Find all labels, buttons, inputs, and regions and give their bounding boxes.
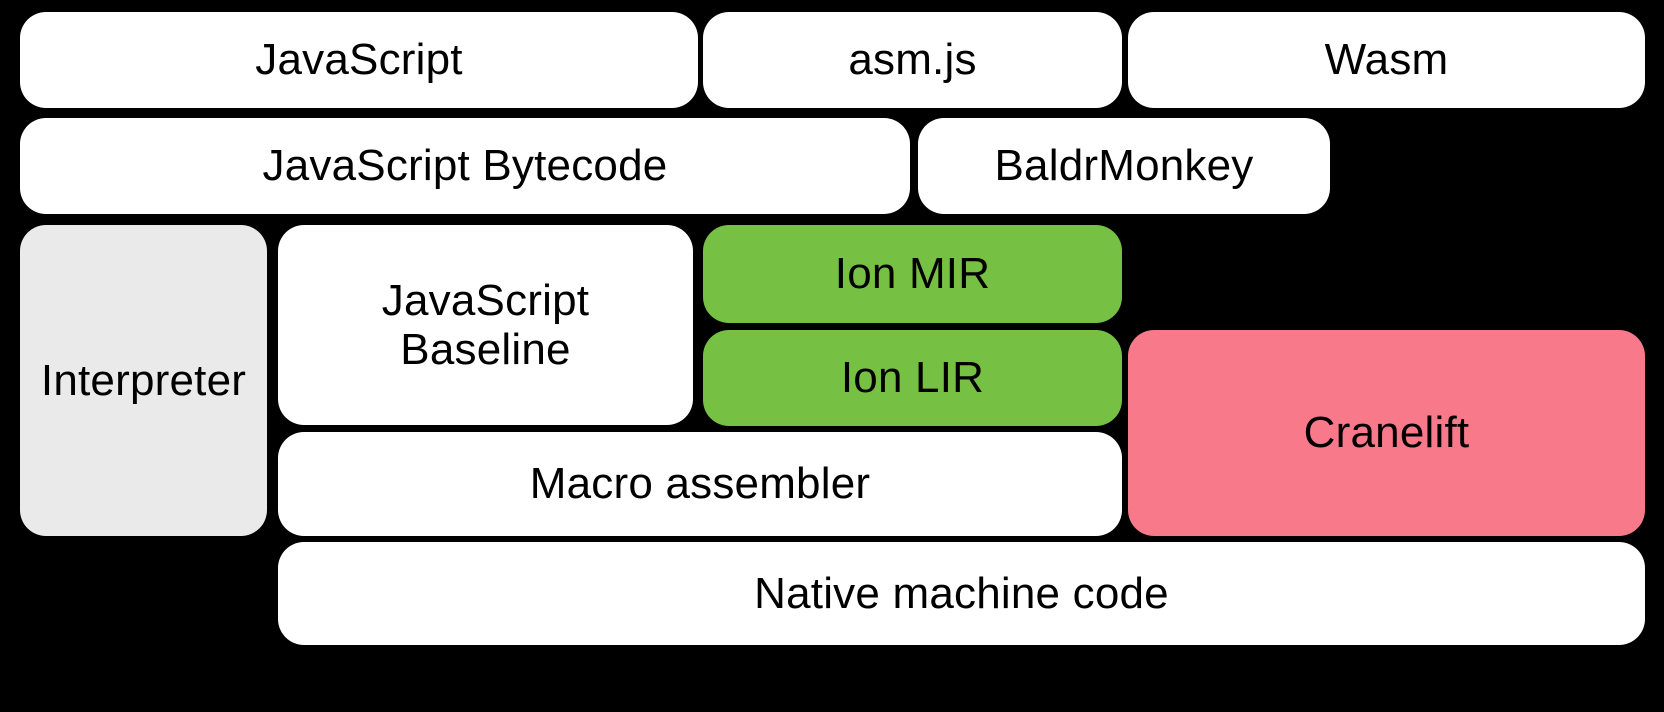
node-native-machine-code[interactable]: Native machine code bbox=[278, 542, 1645, 645]
node-baldrmonkey[interactable]: BaldrMonkey bbox=[918, 118, 1330, 214]
node-ion-lir[interactable]: Ion LIR bbox=[703, 330, 1122, 426]
node-javascript-bytecode-label: JavaScript Bytecode bbox=[262, 141, 668, 191]
node-macro-assembler[interactable]: Macro assembler bbox=[278, 432, 1122, 536]
node-ion-mir-label: Ion MIR bbox=[834, 249, 991, 299]
node-javascript-baseline[interactable]: JavaScript Baseline bbox=[278, 225, 693, 425]
node-native-machine-code-label: Native machine code bbox=[754, 568, 1169, 618]
node-ion-mir[interactable]: Ion MIR bbox=[703, 225, 1122, 323]
node-wasm-label: Wasm bbox=[1324, 35, 1449, 85]
node-ion-lir-label: Ion LIR bbox=[840, 353, 985, 403]
node-interpreter[interactable]: Interpreter bbox=[20, 225, 267, 536]
node-javascript[interactable]: JavaScript bbox=[20, 12, 698, 108]
node-asm-js[interactable]: asm.js bbox=[703, 12, 1122, 108]
node-asm-js-label: asm.js bbox=[848, 35, 977, 85]
node-javascript-label: JavaScript bbox=[255, 35, 463, 85]
node-javascript-bytecode[interactable]: JavaScript Bytecode bbox=[20, 118, 910, 214]
node-cranelift[interactable]: Cranelift bbox=[1128, 330, 1645, 536]
node-wasm[interactable]: Wasm bbox=[1128, 12, 1645, 108]
node-interpreter-label: Interpreter bbox=[40, 355, 247, 405]
node-cranelift-label: Cranelift bbox=[1303, 408, 1470, 458]
node-macro-assembler-label: Macro assembler bbox=[529, 459, 871, 509]
node-javascript-baseline-label: JavaScript Baseline bbox=[381, 275, 590, 374]
node-baldrmonkey-label: BaldrMonkey bbox=[994, 141, 1254, 191]
